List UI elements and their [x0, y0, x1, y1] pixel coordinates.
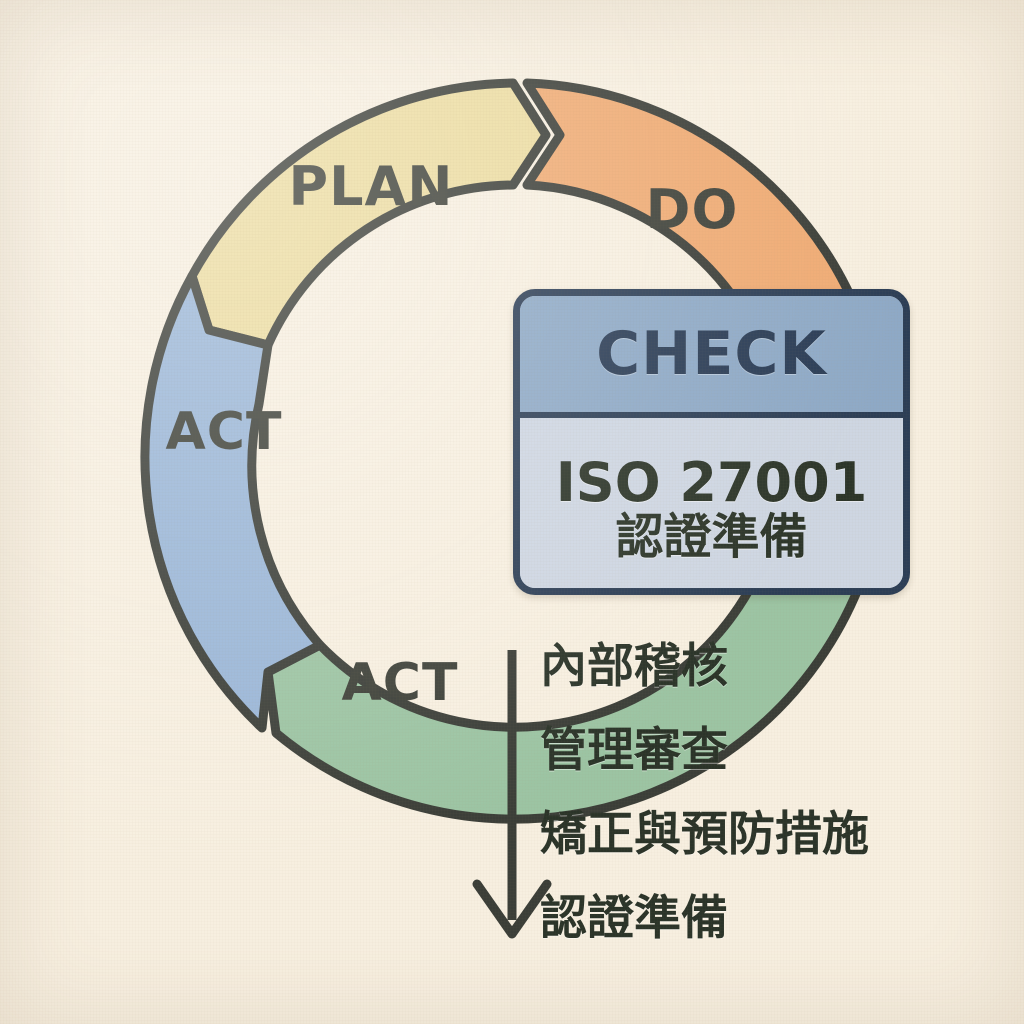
check-card[interactable]: CHECK ISO 27001 認證準備: [513, 289, 910, 595]
segment-label-act-right: ACT: [342, 653, 459, 713]
segment-act-right[interactable]: [263, 450, 891, 824]
deliverable-label: 矯正與預防措施: [540, 806, 869, 862]
check-card-body: ISO 27001 認證準備: [520, 418, 903, 588]
segment-label-act-left: ACT: [166, 402, 283, 462]
deliverable-item[interactable]: 管理審查: [540, 708, 960, 792]
deliverable-label: 管理審查: [540, 722, 728, 778]
deliverables-list: 內部稽核 管理審查 矯正與預防措施 認證準備: [540, 624, 960, 960]
segment-act-left[interactable]: [140, 271, 325, 733]
deliverable-item[interactable]: 認證準備: [540, 876, 960, 960]
segment-label-do: DO: [646, 178, 739, 241]
check-card-standard: ISO 27001: [555, 451, 868, 515]
check-card-subtitle: 認證準備: [615, 509, 808, 566]
segment-label-plan: PLAN: [289, 155, 454, 218]
deliverable-item[interactable]: 矯正與預防措施: [540, 792, 960, 876]
check-card-header: CHECK: [520, 296, 903, 418]
deliverable-label: 認證準備: [540, 890, 728, 946]
deliverable-item[interactable]: 內部稽核: [540, 624, 960, 708]
check-card-title: CHECK: [596, 319, 827, 389]
deliverable-label: 內部稽核: [540, 638, 728, 694]
